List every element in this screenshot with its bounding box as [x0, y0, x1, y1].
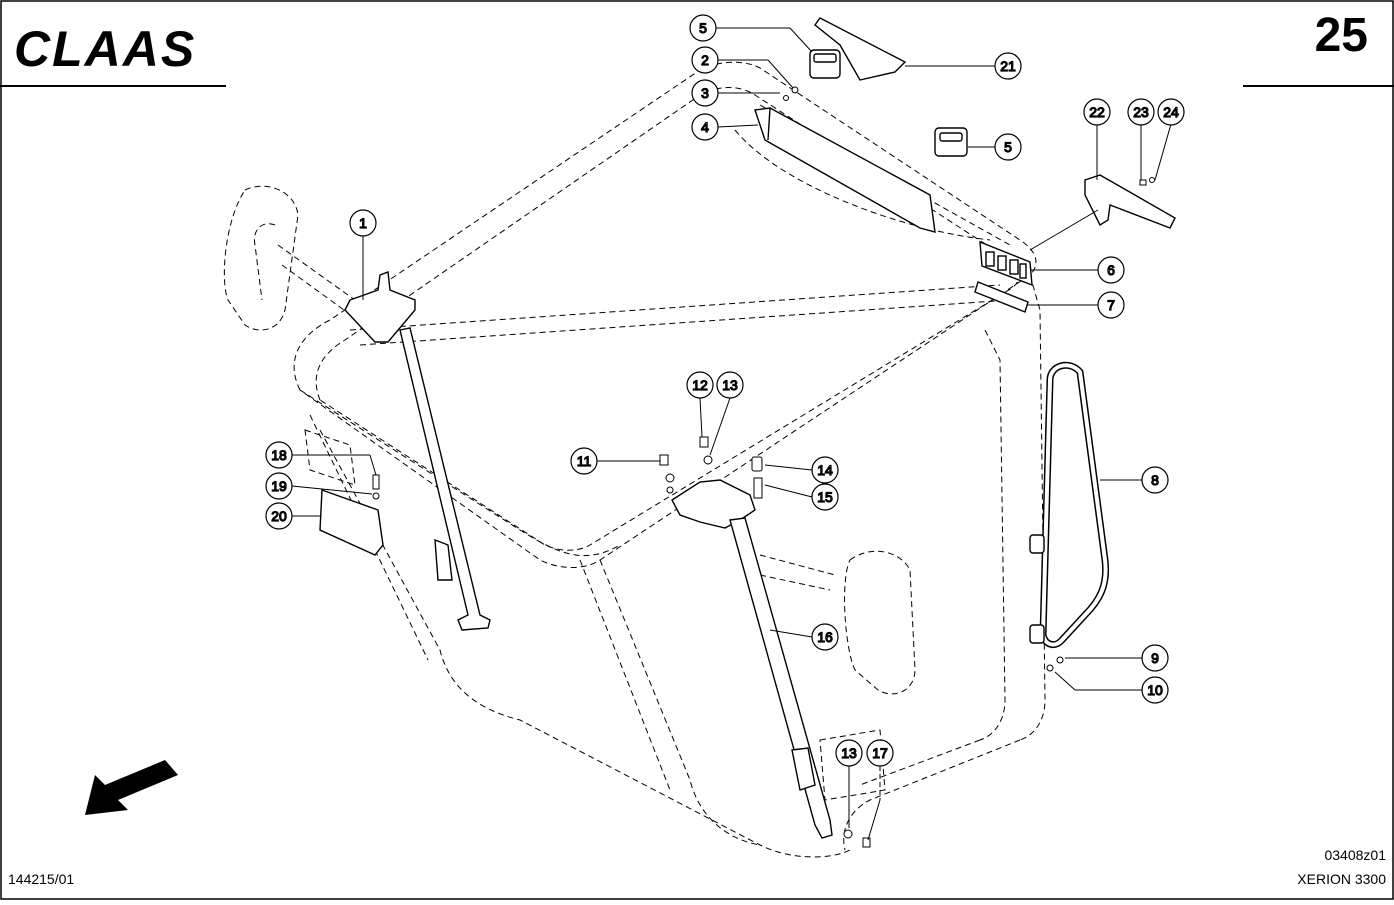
hardware	[372, 86, 1155, 848]
callout-22: 22	[1083, 98, 1111, 126]
parts-solid	[319, 17, 1176, 839]
arrow-down-left-icon	[85, 760, 178, 815]
svg-text:6: 6	[1107, 262, 1115, 278]
svg-text:21: 21	[1000, 58, 1016, 74]
callout-balloons: 5 2 3 4 21 5 22 23 24 6 7 8 9 10 1 12 13…	[265, 14, 1185, 767]
svg-text:3: 3	[701, 85, 709, 101]
callout-4: 4	[691, 113, 719, 141]
svg-text:1: 1	[359, 215, 367, 231]
svg-text:18: 18	[271, 447, 287, 463]
svg-text:20: 20	[271, 508, 287, 524]
callout-3: 3	[691, 79, 719, 107]
svg-text:4: 4	[701, 119, 709, 135]
svg-text:13: 13	[722, 377, 738, 393]
callout-2: 2	[691, 46, 719, 74]
svg-text:10: 10	[1147, 682, 1163, 698]
callout-23: 23	[1127, 98, 1155, 126]
callout-7: 7	[1097, 291, 1125, 319]
svg-text:24: 24	[1163, 104, 1179, 120]
page-number: 25	[1314, 9, 1368, 62]
svg-text:11: 11	[577, 453, 592, 469]
sheet-id: 144215/01	[8, 871, 75, 887]
claas-logo: CLAAS	[14, 21, 196, 77]
svg-text:8: 8	[1151, 472, 1159, 488]
svg-text:5: 5	[699, 20, 707, 36]
svg-text:16: 16	[817, 629, 833, 645]
callout-21: 21	[994, 52, 1022, 80]
svg-text:22: 22	[1089, 104, 1105, 120]
callout-18: 18	[265, 441, 293, 469]
callout-15: 15	[811, 483, 839, 511]
callout-13-top: 13	[716, 371, 744, 399]
svg-text:7: 7	[1107, 297, 1115, 313]
svg-text:23: 23	[1133, 104, 1149, 120]
svg-text:19: 19	[271, 478, 287, 494]
callout-8: 8	[1141, 466, 1169, 494]
callout-1: 1	[349, 209, 377, 237]
brand-logo-text: CLAAS	[14, 21, 196, 77]
svg-text:15: 15	[817, 489, 833, 505]
model-name: XERION 3300	[1297, 871, 1386, 887]
callout-16: 16	[811, 623, 839, 651]
callout-24: 24	[1157, 98, 1185, 126]
callout-11: 11	[570, 447, 598, 475]
drawing-code: 03408z01	[1324, 847, 1386, 863]
cab-outline	[223, 61, 1046, 858]
svg-text:14: 14	[817, 462, 833, 478]
svg-text:9: 9	[1151, 650, 1159, 666]
callout-20: 20	[265, 502, 293, 530]
svg-text:2: 2	[701, 52, 709, 68]
svg-text:17: 17	[872, 745, 888, 761]
callout-14: 14	[811, 456, 839, 484]
callout-17: 17	[866, 739, 894, 767]
callout-12: 12	[686, 371, 714, 399]
callout-5-lower: 5	[994, 133, 1022, 161]
callout-6: 6	[1097, 256, 1125, 284]
callout-13-bottom: 13	[835, 739, 863, 767]
leader-lines	[291, 27, 1172, 841]
svg-text:5: 5	[1004, 139, 1012, 155]
svg-text:13: 13	[841, 745, 857, 761]
callout-10: 10	[1141, 676, 1169, 704]
callout-5-top: 5	[689, 14, 717, 42]
svg-text:12: 12	[692, 377, 708, 393]
callout-9: 9	[1141, 644, 1169, 672]
callout-19: 19	[265, 472, 293, 500]
